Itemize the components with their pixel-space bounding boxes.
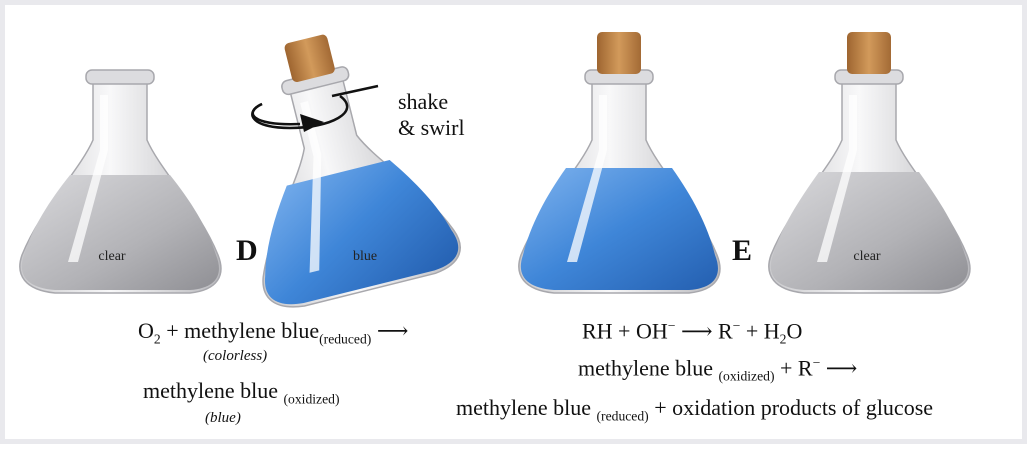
- flask-label-2: blue: [353, 249, 377, 264]
- left-blue-note: (blue): [205, 410, 241, 426]
- flask-clear-corked: [768, 32, 971, 294]
- step-e: E: [732, 234, 752, 267]
- flask-clear-open: [19, 69, 222, 294]
- cork: [597, 32, 641, 74]
- arrow-icon: ⟶: [680, 318, 713, 344]
- flask-liquid: [770, 172, 968, 290]
- left-colorless-note: (colorless): [203, 348, 268, 364]
- right-equation-line-1: RH + OH− ⟶ R− + H2O: [582, 318, 803, 347]
- right-equation-line-3: methylene blue (reduced) + oxidation pro…: [456, 395, 934, 424]
- flask-liquid: [265, 160, 459, 305]
- swirl-arrow: [251, 84, 379, 132]
- cork: [284, 34, 335, 83]
- right-equation-line-2: methylene blue (oxidized) + R− ⟶: [578, 355, 858, 384]
- flask-liquid: [21, 175, 219, 290]
- left-equation-line-1: O2 + methylene blue(reduced) ⟶: [138, 318, 409, 347]
- arrow-icon: ⟶: [825, 355, 858, 381]
- shake-line-2: & swirl: [398, 115, 465, 140]
- arrow-icon: ⟶: [376, 318, 409, 343]
- flask-highlight: [817, 95, 857, 262]
- flask-label-4: clear: [853, 249, 881, 264]
- flask-blue-corked: [518, 32, 721, 294]
- flask-label-1: clear: [98, 249, 126, 264]
- left-equation-line-2: methylene blue (oxidized): [143, 378, 340, 407]
- flask-rim: [85, 69, 155, 85]
- flask-highlight: [68, 95, 108, 262]
- shake-line-1: shake: [398, 89, 448, 114]
- flask-liquid: [520, 168, 718, 290]
- cork: [847, 32, 891, 74]
- flask-highlight: [300, 101, 322, 273]
- flask-highlight: [567, 95, 607, 262]
- step-d: D: [236, 234, 258, 267]
- flask-blue-tilted: [262, 34, 461, 308]
